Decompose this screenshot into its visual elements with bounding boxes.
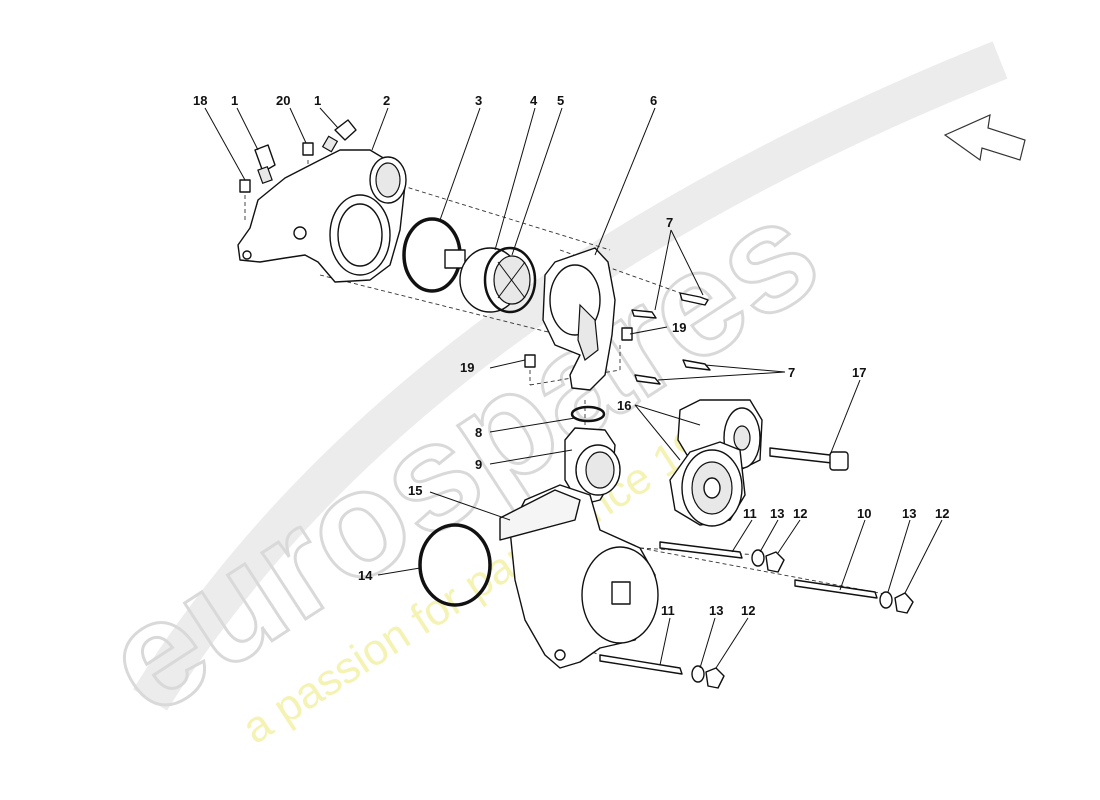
callout-10: 10 bbox=[857, 506, 871, 521]
washer-13-upper bbox=[751, 549, 765, 567]
direction-arrow-icon bbox=[943, 114, 1026, 162]
o-ring-14 bbox=[418, 523, 492, 607]
callout-17: 17 bbox=[852, 365, 866, 380]
callout-12: 12 bbox=[793, 506, 807, 521]
nut-12-lower bbox=[705, 667, 725, 689]
bolt-19-left bbox=[524, 354, 536, 368]
callout-16: 16 bbox=[617, 398, 631, 413]
callout-1: 1 bbox=[231, 93, 238, 108]
callout-7: 7 bbox=[788, 365, 795, 380]
nut-12-right bbox=[894, 592, 914, 614]
bolt-7-mid bbox=[631, 309, 657, 319]
temperature-sensor-left bbox=[254, 144, 276, 185]
bolt-7-lower-a bbox=[682, 359, 711, 371]
nut-12-upper bbox=[765, 551, 785, 573]
callout-8: 8 bbox=[475, 425, 482, 440]
bolt-7-lower-b bbox=[634, 374, 661, 385]
stud-10 bbox=[794, 579, 878, 599]
callout-14: 14 bbox=[358, 568, 373, 583]
callout-13: 13 bbox=[709, 603, 723, 618]
pipe-fitting bbox=[564, 427, 621, 506]
callout-18: 18 bbox=[193, 93, 207, 108]
thermostat bbox=[444, 246, 537, 314]
idler-pulley bbox=[669, 441, 746, 527]
callout-5: 5 bbox=[557, 93, 564, 108]
stud-11-upper bbox=[659, 541, 743, 559]
pulley-bolt bbox=[769, 447, 849, 471]
bolt-18 bbox=[239, 179, 251, 193]
callout-9: 9 bbox=[475, 457, 482, 472]
callout-11: 11 bbox=[743, 506, 757, 521]
thermostat-housing bbox=[237, 149, 407, 283]
stud-11-lower bbox=[599, 654, 683, 675]
water-pump bbox=[499, 484, 659, 669]
callout-4: 4 bbox=[530, 93, 538, 108]
callout-7: 7 bbox=[666, 215, 673, 230]
callout-13: 13 bbox=[902, 506, 916, 521]
callout-11: 11 bbox=[661, 603, 675, 618]
callout-15: 15 bbox=[408, 483, 422, 498]
callout-12: 12 bbox=[935, 506, 949, 521]
callout-2: 2 bbox=[383, 93, 390, 108]
leader-lines bbox=[204, 107, 943, 669]
callout-6: 6 bbox=[650, 93, 657, 108]
callout-13: 13 bbox=[770, 506, 784, 521]
washer-13-right bbox=[879, 591, 893, 609]
watermark-swoosh bbox=[133, 41, 1008, 711]
bolt-20 bbox=[302, 142, 314, 156]
housing-cover bbox=[542, 247, 616, 391]
callout-19: 19 bbox=[672, 320, 686, 335]
watermark: eurospares a passion for parts since 198… bbox=[74, 41, 1008, 753]
callout-1: 1 bbox=[314, 93, 321, 108]
callout-labels: 18 1 20 1 2 3 4 5 6 7 19 19 7 17 16 8 9 … bbox=[193, 93, 949, 618]
temperature-sensor-right bbox=[321, 119, 357, 153]
bolt-7-upper bbox=[679, 292, 709, 306]
o-ring-8 bbox=[570, 405, 606, 423]
washer-13-lower bbox=[691, 665, 705, 683]
callout-12: 12 bbox=[741, 603, 755, 618]
callout-20: 20 bbox=[276, 93, 290, 108]
callout-19: 19 bbox=[460, 360, 474, 375]
callout-3: 3 bbox=[475, 93, 482, 108]
